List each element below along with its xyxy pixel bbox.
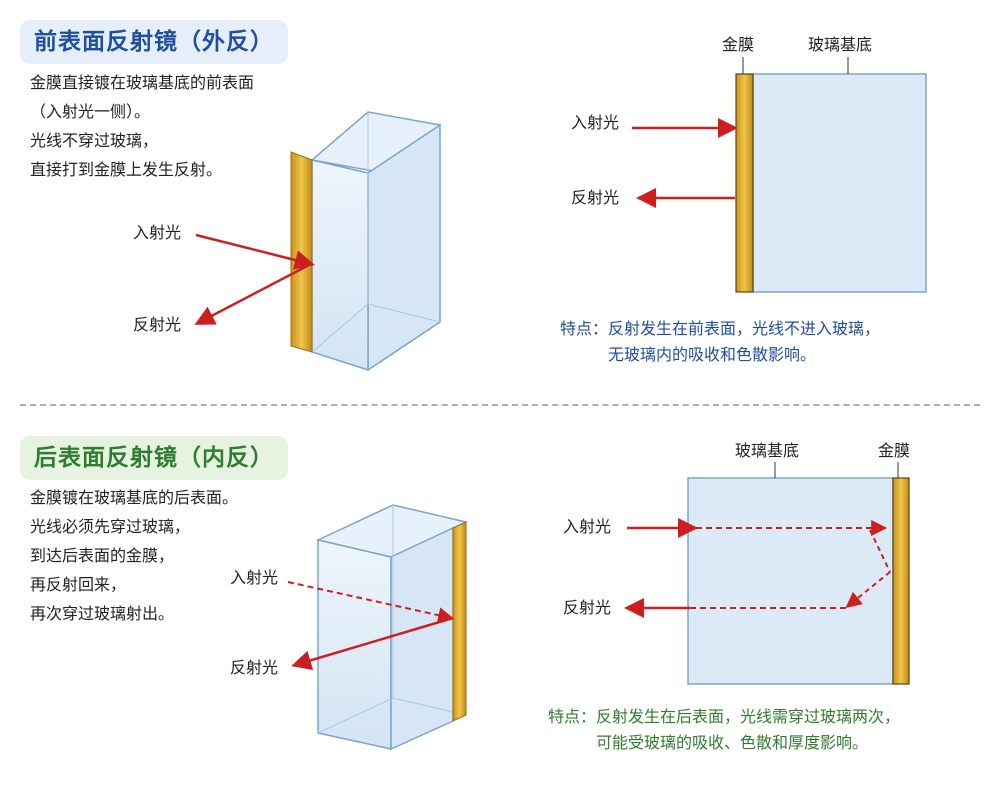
front-section-reflected-label: 反射光 <box>571 188 619 207</box>
front-feature-line: 特点：反射发生在前表面，光线不进入玻璃， <box>560 319 881 338</box>
front-section-gold-film <box>735 73 754 293</box>
back-3d-reflected-label: 反射光 <box>230 658 278 677</box>
front-3d-glass-block <box>290 111 442 372</box>
front-surface-mirror-title: 前表面反射镜（外反） <box>20 20 288 64</box>
front-3d-incident-ray <box>195 233 315 270</box>
back-gold-film-label: 金膜 <box>878 441 910 460</box>
back-3d-incident-label: 入射光 <box>230 568 278 587</box>
front-description-line: （入射光一侧）。 <box>30 102 151 121</box>
back-3d-reflected-ray <box>291 616 454 671</box>
back-description-line: 再反射回来， <box>30 575 127 594</box>
back-section-gold-film <box>892 477 910 685</box>
back-section-incident-label: 入射光 <box>563 517 611 536</box>
back-section-glass-substrate <box>687 477 894 685</box>
front-block-front-face <box>311 159 369 372</box>
back-feature-note: 特点：反射发生在后表面，光线需穿过玻璃两次， 可能受玻璃的吸收、色散和厚度影响。 <box>548 704 900 756</box>
back-glass-substrate-label: 玻璃基底 <box>735 441 799 460</box>
front-description-line: 光线不穿过玻璃， <box>30 131 159 150</box>
front-description: 金膜直接镀在玻璃基底的前表面 （入射光一侧）。 光线不穿过玻璃， 直接打到金膜上… <box>30 68 254 184</box>
back-description-line: 光线必须先穿过玻璃， <box>30 517 191 536</box>
back-description-line: 再次穿过玻璃射出。 <box>30 604 175 623</box>
back-3d-glass-block <box>315 504 469 751</box>
back-description: 金膜镀在玻璃基底的后表面。 光线必须先穿过玻璃， 到达后表面的金膜， 再反射回来… <box>30 483 238 628</box>
back-block-front-face <box>317 539 392 750</box>
front-description-line: 直接打到金膜上发生反射。 <box>30 160 223 179</box>
back-description-line: 金膜镀在玻璃基底的后表面。 <box>30 488 239 507</box>
front-gold-film-label: 金膜 <box>722 35 754 54</box>
section-divider <box>20 404 980 406</box>
back-block-side-face <box>390 526 454 751</box>
front-feature-note: 特点：反射发生在前表面，光线不进入玻璃， 无玻璃内的吸收和色散影响。 <box>560 316 880 368</box>
front-section-glass-substrate <box>752 73 927 293</box>
front-3d-reflected-ray <box>194 262 312 325</box>
back-section-reflected-label: 反射光 <box>563 598 611 617</box>
back-description-line: 到达后表面的金膜， <box>30 546 175 565</box>
front-description-line: 金膜直接镀在玻璃基底的前表面 <box>30 73 255 92</box>
back-gold-film <box>452 521 467 722</box>
back-feature-line: 可能受玻璃的吸收、色散和厚度影响。 <box>596 733 869 752</box>
front-gold-film <box>290 151 313 353</box>
back-feature-line: 特点：反射发生在后表面，光线需穿过玻璃两次， <box>548 707 901 726</box>
front-3d-reflected-label: 反射光 <box>133 315 181 334</box>
front-glass-substrate-label: 玻璃基底 <box>808 35 872 54</box>
front-feature-line: 无玻璃内的吸收和色散影响。 <box>608 345 817 364</box>
front-3d-incident-label: 入射光 <box>133 223 181 242</box>
back-3d-incident-ray <box>287 581 455 624</box>
back-surface-mirror-title: 后表面反射镜（内反） <box>20 436 288 480</box>
back-section-reflection-path <box>869 529 891 573</box>
front-section-incident-label: 入射光 <box>571 113 619 132</box>
back-section-reflection-path <box>845 571 891 609</box>
